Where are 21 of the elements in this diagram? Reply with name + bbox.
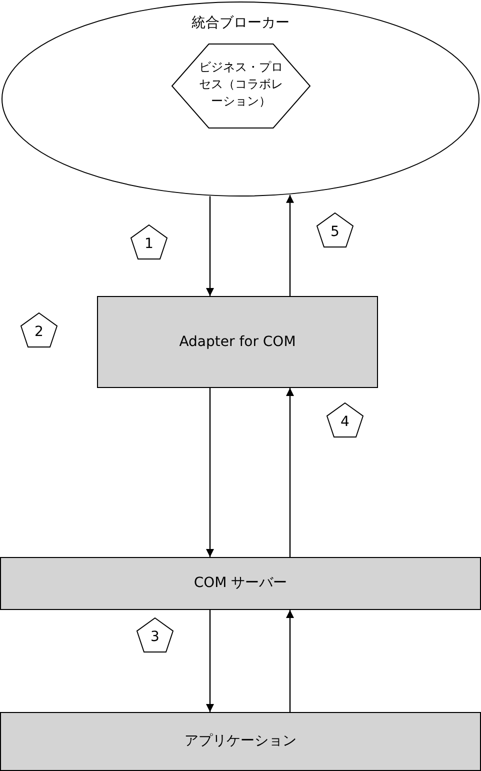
node-label: アプリケーション — [184, 732, 296, 751]
node-label: COM サーバー — [194, 574, 288, 593]
arrow — [286, 388, 294, 557]
process-hexagon — [171, 43, 311, 129]
node-label: Adapter for COM — [179, 332, 296, 352]
arrow — [206, 388, 214, 557]
application-box — [0, 712, 481, 771]
arrow — [206, 196, 214, 296]
arrow — [286, 194, 294, 296]
callout-number: 2 — [20, 312, 58, 348]
callout-number: 1 — [130, 224, 168, 260]
callout-number: 5 — [316, 212, 354, 248]
adapter-box — [97, 296, 378, 388]
server-box — [0, 557, 481, 610]
callout-number: 3 — [136, 617, 174, 653]
arrow — [206, 610, 214, 712]
arrow — [286, 610, 294, 712]
broker-ellipse — [1, 1, 480, 197]
node-label: 統合ブローカー — [190, 14, 290, 33]
callout-number: 4 — [326, 402, 364, 438]
node-label: ビジネス・プロセス（コラボレーション） — [198, 59, 284, 110]
